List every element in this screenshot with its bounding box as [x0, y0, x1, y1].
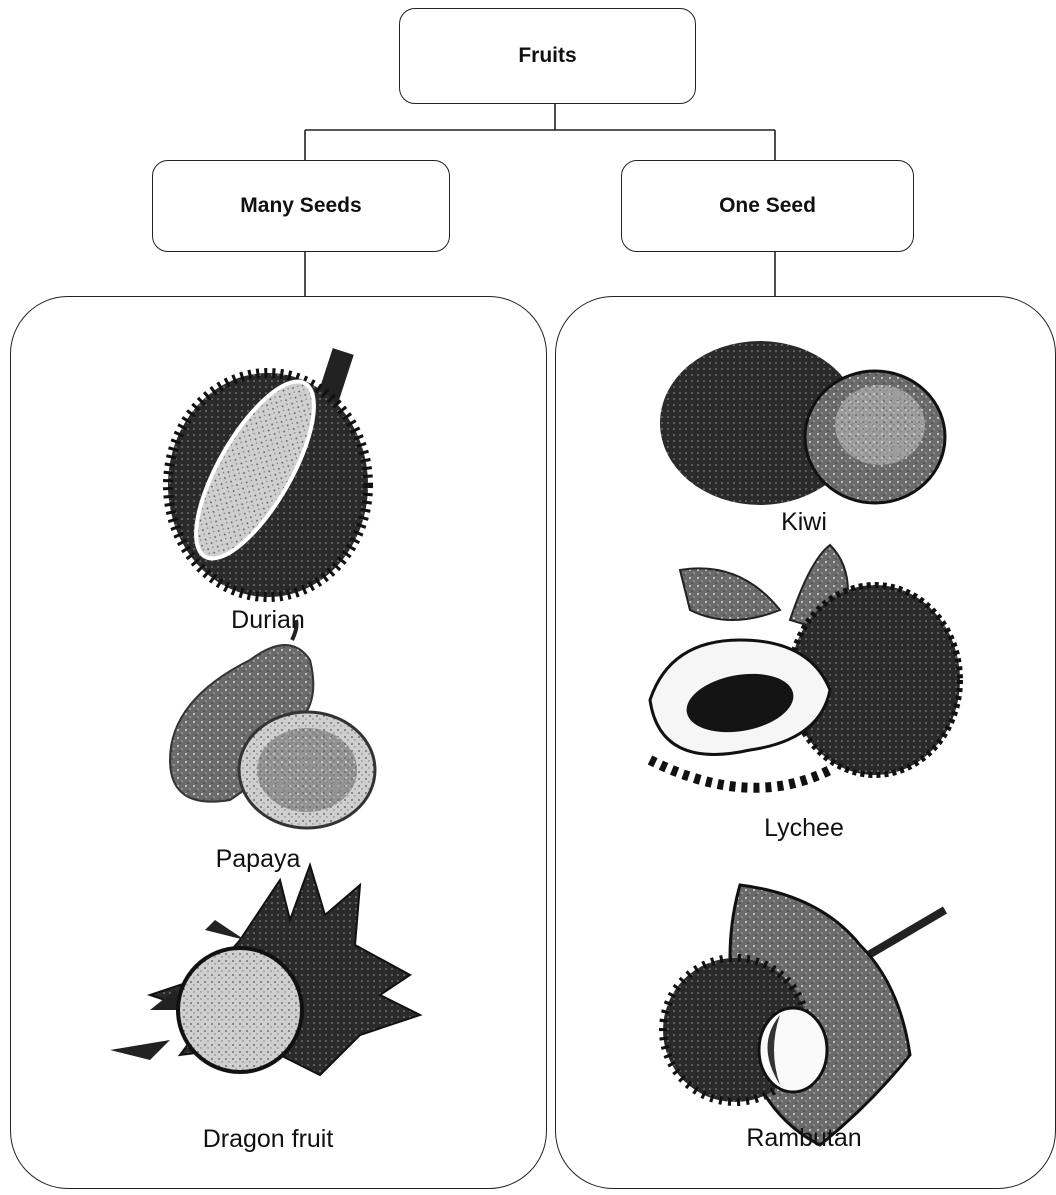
kiwi-label: Kiwi	[684, 508, 924, 537]
rambutan-image	[663, 885, 945, 1145]
dragon-fruit-label: Dragon fruit	[148, 1125, 388, 1154]
kiwi-image	[660, 341, 945, 505]
rambutan-label: Rambutan	[684, 1124, 924, 1153]
lychee-image	[650, 545, 960, 788]
durian-label: Durian	[148, 606, 388, 635]
lychee-label: Lychee	[684, 814, 924, 843]
papaya-label: Papaya	[138, 845, 378, 874]
durian-image	[168, 348, 368, 597]
papaya-image	[170, 620, 375, 828]
dragon-fruit-image	[110, 865, 420, 1075]
